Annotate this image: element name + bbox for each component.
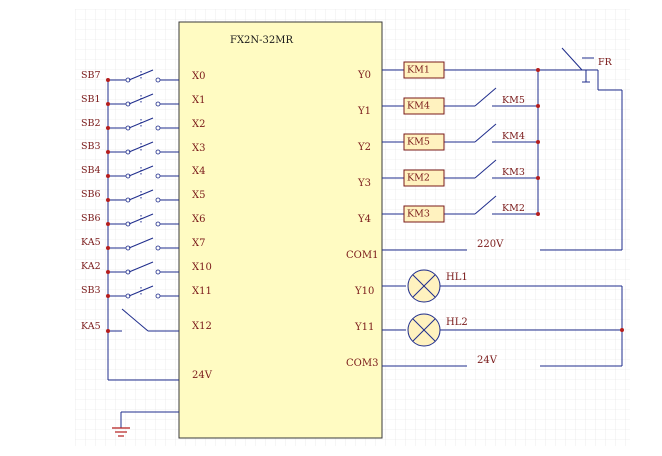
terminal-y11: Y11	[354, 322, 374, 333]
coil-km1-label: KM1	[407, 64, 430, 75]
terminal-x6: X6	[192, 214, 205, 225]
thermal-relay-contact	[561, 47, 594, 83]
terminal-x7: X7	[192, 238, 205, 249]
interlock-contact-km4	[474, 123, 497, 143]
input-switch-sb6-a	[106, 189, 179, 203]
device-sb7: SB7	[81, 70, 101, 81]
coil-km2-label: KM2	[407, 172, 430, 183]
terminal-y2: Y2	[357, 142, 371, 153]
thermal-relay-label: FR	[598, 57, 613, 68]
terminal-x12: X12	[192, 321, 212, 332]
coil-km5-label: KM5	[407, 136, 430, 147]
interlock-label-km4: KM4	[502, 131, 525, 142]
terminal-x5: X5	[192, 190, 205, 201]
coil-km3: KM3	[403, 205, 445, 223]
input-switch-sb2	[106, 117, 179, 131]
input-switch-sb3	[106, 141, 179, 155]
input-switch-ka2	[106, 261, 179, 275]
lamp-hl2-label: HL2	[446, 317, 468, 328]
terminal-y10: Y10	[354, 286, 374, 297]
device-sb3: SB3	[81, 141, 101, 152]
interlock-label-km3: KM3	[502, 167, 525, 178]
terminal-x10: X10	[192, 262, 212, 273]
interlock-label-km2: KM2	[502, 203, 525, 214]
terminal-x2: X2	[192, 119, 205, 130]
device-sb1: SB1	[81, 94, 101, 105]
input-switch-ka5	[106, 237, 179, 251]
terminal-x1: X1	[192, 95, 205, 106]
coil-km4: KM4	[403, 97, 445, 115]
interlock-contact-km3	[474, 159, 497, 179]
terminal-y1: Y1	[357, 106, 371, 117]
terminal-x4: X4	[192, 166, 205, 177]
terminal-x0: X0	[192, 71, 205, 82]
coil-km2: KM2	[403, 169, 445, 187]
terminal-com1: COM1	[346, 250, 378, 261]
interlock-contact-km2	[474, 195, 497, 215]
input-switch-sb7	[106, 69, 179, 83]
device-sb4: SB4	[81, 165, 101, 176]
terminal-y3: Y3	[357, 178, 371, 189]
interlock-label-km5: KM5	[502, 95, 525, 106]
terminal-x3: X3	[192, 143, 205, 154]
lamp-hl1-icon	[382, 269, 622, 303]
device-sb2: SB2	[81, 118, 101, 129]
terminal-y4: Y4	[357, 214, 371, 225]
com3-wiring	[382, 286, 624, 367]
plc-model-label: FX2N-32MR	[230, 35, 294, 46]
input-switch-sb4	[106, 165, 179, 179]
device-ka5-a: KA5	[81, 237, 101, 248]
terminal-com3: COM3	[346, 358, 378, 369]
supply-24v-label: 24V	[477, 355, 498, 366]
device-sb3-b: SB3	[81, 285, 101, 296]
coil-km4-label: KM4	[407, 100, 430, 111]
terminal-y0: Y0	[357, 70, 371, 81]
interlock-contact-km5	[474, 87, 497, 107]
ground-icon	[112, 427, 130, 437]
input-contact-ka5-b	[106, 308, 179, 333]
terminal-24v-input: 24V	[192, 370, 213, 381]
device-sb6-a: SB6	[81, 189, 101, 200]
lamp-hl1-label: HL1	[446, 272, 468, 283]
coil-km1: KM1	[403, 61, 445, 79]
input-switch-sb1	[106, 93, 179, 107]
plc-body	[178, 21, 383, 439]
coil-km3-label: KM3	[407, 208, 430, 219]
output-wiring	[382, 68, 623, 251]
coil-km5: KM5	[403, 133, 445, 151]
lamp-hl2-icon	[382, 313, 622, 347]
device-sb6-b: SB6	[81, 213, 101, 224]
device-ka5-b: KA5	[81, 321, 101, 332]
terminal-x11: X11	[192, 286, 212, 297]
input-switch-sb3-b	[106, 285, 179, 299]
supply-220v-label: 220V	[477, 239, 504, 250]
input-switch-sb6-b	[106, 213, 179, 227]
device-ka2: KA2	[81, 261, 101, 272]
